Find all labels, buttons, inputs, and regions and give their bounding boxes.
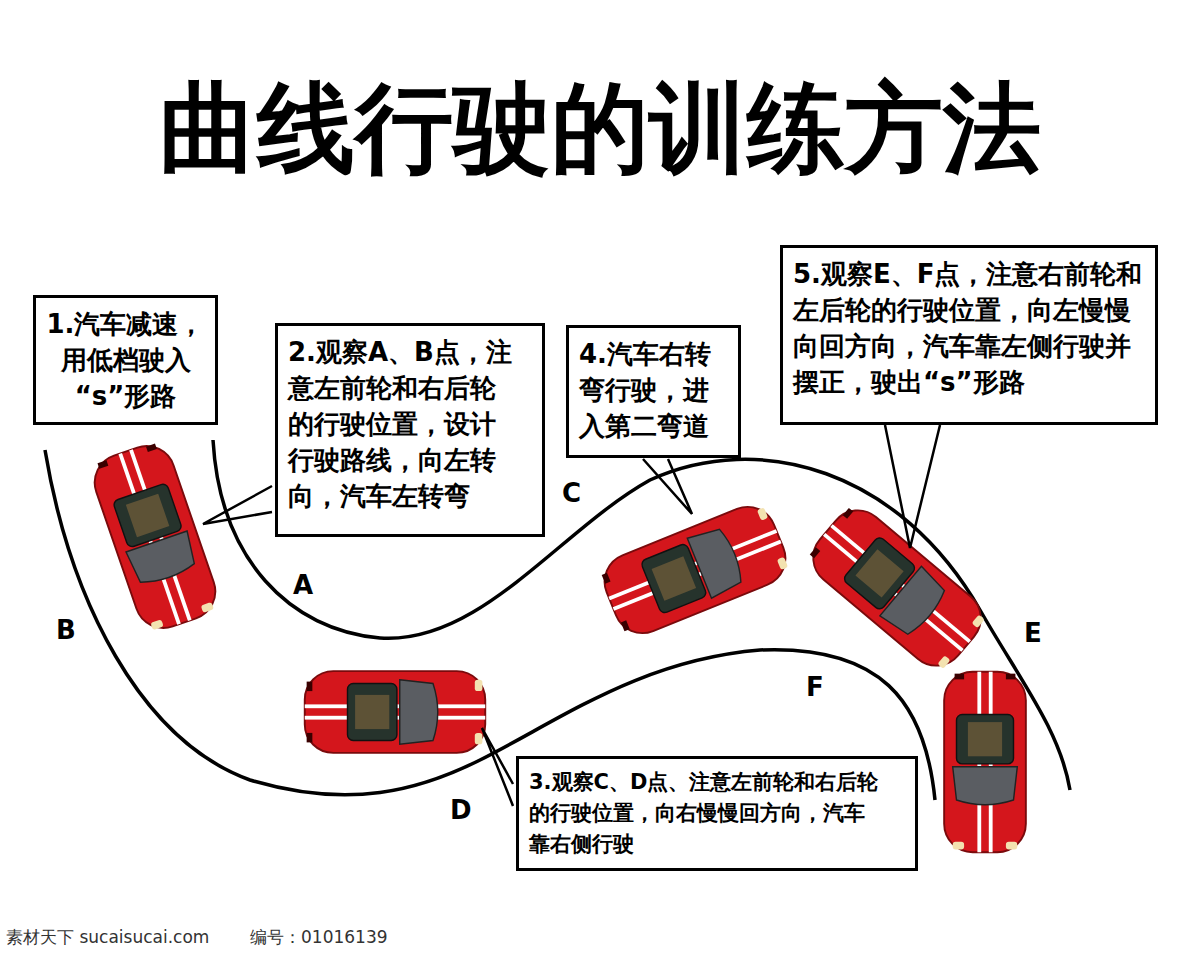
watermark-text: 编号：01016139 <box>250 926 388 949</box>
car-figure <box>802 499 993 678</box>
callout-text: 2.观察A、B点，注 意左前轮和右后轮 的行驶位置，设计 行驶路线，向左转 向，… <box>288 334 532 514</box>
leader-line <box>482 728 513 806</box>
callout-text: 5.观察E、F点，注意右前轮和 左后轮的行驶位置，向左慢慢 向回方向，汽车靠左侧… <box>793 256 1145 400</box>
callout-text: 3.观察C、D点、注意左前轮和右后轮 的行驶位置，向右慢慢回方向，汽车 靠右侧行… <box>529 767 905 860</box>
point-letter: E <box>1024 618 1042 648</box>
car-figure <box>305 671 486 753</box>
point-letter: F <box>806 672 824 702</box>
callout-box: 5.观察E、F点，注意右前轮和 左后轮的行驶位置，向左慢慢 向回方向，汽车靠左侧… <box>780 245 1158 425</box>
car-figure <box>596 498 794 641</box>
car-figure <box>87 438 223 635</box>
car-figure <box>944 672 1026 853</box>
callout-text: 4.汽车右转 弯行驶，进 入第二弯道 <box>579 336 728 444</box>
callout-box: 3.观察C、D点、注意左前轮和右后轮 的行驶位置，向右慢慢回方向，汽车 靠右侧行… <box>516 756 918 871</box>
point-letter: B <box>56 615 76 645</box>
point-letter: A <box>293 570 313 600</box>
callout-box: 1.汽车减速， 用低档驶入 “s”形路 <box>33 295 218 425</box>
watermark-text: 素材天下 sucaisucai.com <box>6 926 209 949</box>
callout-text: 1.汽车减速， 用低档驶入 “s”形路 <box>46 306 205 414</box>
callout-box: 2.观察A、B点，注 意左前轮和右后轮 的行驶位置，设计 行驶路线，向左转 向，… <box>275 323 545 537</box>
leader-line <box>203 486 272 524</box>
leader-line <box>885 425 940 548</box>
point-letter: D <box>450 795 472 825</box>
callout-box: 4.汽车右转 弯行驶，进 入第二弯道 <box>566 325 741 458</box>
point-letter: C <box>562 478 581 508</box>
diagram-title: 曲线行驶的训练方法 <box>0 72 1200 185</box>
leader-line <box>643 459 692 514</box>
